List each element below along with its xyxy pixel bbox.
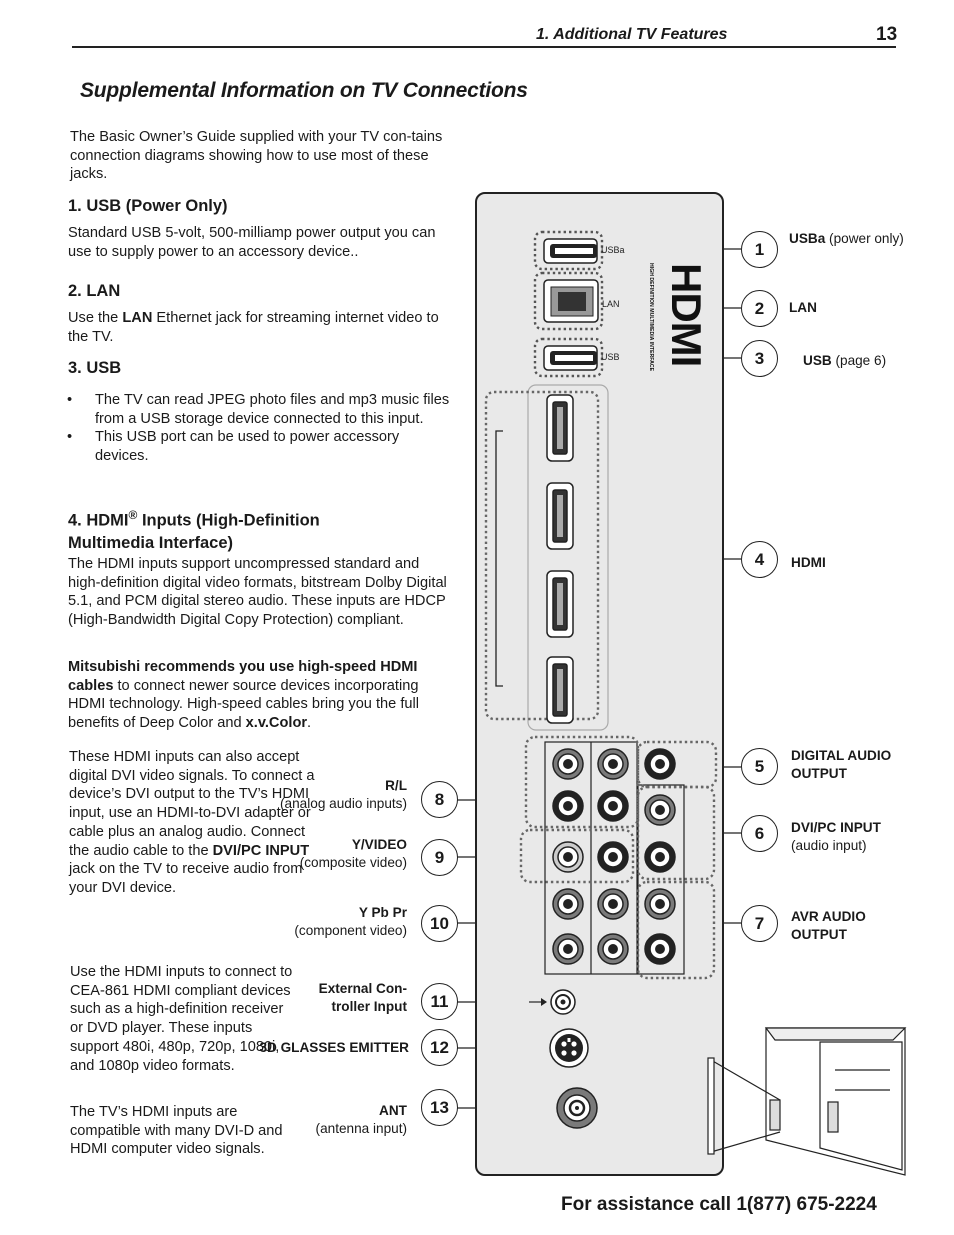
glasses-emitter-jack xyxy=(549,1028,589,1068)
ypbpr-label: Y Pb Pr(component video) xyxy=(294,905,407,938)
usba-label: USBa (power only) xyxy=(789,231,904,246)
list-item: This USB port can be used to power acces… xyxy=(67,428,452,465)
callout-4: 4 xyxy=(741,541,778,578)
lan-text: Use the LAN Ethernet jack for streaming … xyxy=(68,310,439,345)
usb-bullet-list: The TV can read JPEG photo files and mp3… xyxy=(67,391,452,466)
hdmi-recommendation: Mitsubishi recommends you use high-speed… xyxy=(68,659,419,732)
yvideo-label: Y/VIDEO(composite video) xyxy=(299,837,407,870)
svg-text:HDMI: HDMI xyxy=(663,263,710,366)
rl-label: R/L(analog audio inputs) xyxy=(280,778,407,811)
usb-power-text: Standard USB 5-volt, 500-milliamp power … xyxy=(68,225,436,260)
page-number: 13 xyxy=(876,24,898,45)
header-rule xyxy=(72,46,896,48)
dvi-compat-note: The TV’s HDMI inputs are compatible with… xyxy=(70,1104,283,1158)
rca-jacks xyxy=(552,748,676,965)
usb-panel-text: USB xyxy=(601,352,620,362)
usb-power-heading: 1. USB (Power Only) xyxy=(68,197,228,215)
dvi-note: These HDMI inputs can also accept digita… xyxy=(69,749,315,896)
callout-12: 12 xyxy=(421,1029,458,1066)
callout-10: 10 xyxy=(421,905,458,942)
lan-port-label: LAN xyxy=(789,300,817,315)
lan-heading: 2. LAN xyxy=(68,282,121,300)
callout-8: 8 xyxy=(421,781,458,818)
hdmi-jacks xyxy=(546,394,574,724)
tv-rear-thumbnail xyxy=(710,1027,907,1176)
ant-label: ANT(antenna input) xyxy=(315,1103,407,1136)
lan-panel-text: LAN xyxy=(602,299,620,309)
callout-13: 13 xyxy=(421,1089,458,1126)
assistance-phone: For assistance call 1(877) 675-2224 xyxy=(561,1194,877,1215)
callout-1: 1 xyxy=(741,231,778,268)
intro-paragraph: The Basic Owner’s Guide supplied with yo… xyxy=(70,129,443,183)
callout-3: 3 xyxy=(741,340,778,377)
callout-6: 6 xyxy=(741,815,778,852)
hdmi-text: The HDMI inputs support uncompressed sta… xyxy=(68,556,447,629)
callout-5: 5 xyxy=(741,748,778,785)
external-controller-label: External Con-troller Input xyxy=(318,981,407,1014)
avr-audio-label: AVR AUDIO OUTPUT xyxy=(791,909,866,942)
hdmi-port-label: HDMI xyxy=(791,555,826,570)
callout-9: 9 xyxy=(421,839,458,876)
jack-panel xyxy=(475,192,724,1176)
cea-note: Use the HDMI inputs to connect to CEA-86… xyxy=(70,964,293,1074)
svg-text:HIGH DEFINITION MULTIMEDIA INT: HIGH DEFINITION MULTIMEDIA INTERFACE xyxy=(648,263,654,372)
hdmi-logo: HDMI HIGH DEFINITION MULTIMEDIA INTERFAC… xyxy=(648,263,710,372)
callout-2: 2 xyxy=(741,290,778,327)
external-controller-jack xyxy=(529,989,576,1015)
glasses-emitter-label: 3D GLASSES EMITTER xyxy=(259,1040,409,1055)
usb-heading: 3. USB xyxy=(68,359,122,377)
usba-panel-text: USBa xyxy=(601,245,625,255)
dvi-pc-input-label: DVI/PC INPUT(audio input) xyxy=(791,820,881,853)
callout-11: 11 xyxy=(421,983,458,1020)
ant-jack xyxy=(556,1087,598,1129)
callout-7: 7 xyxy=(741,905,778,942)
usb-port-label: USB (page 6) xyxy=(803,353,887,368)
running-header-title: 1. Additional TV Features xyxy=(536,26,728,43)
list-item: The TV can read JPEG photo files and mp3… xyxy=(67,391,452,428)
section-title: Supplemental Information on TV Connectio… xyxy=(80,79,528,102)
digital-audio-label: DIGITAL AUDIO OUTPUT xyxy=(791,748,892,781)
